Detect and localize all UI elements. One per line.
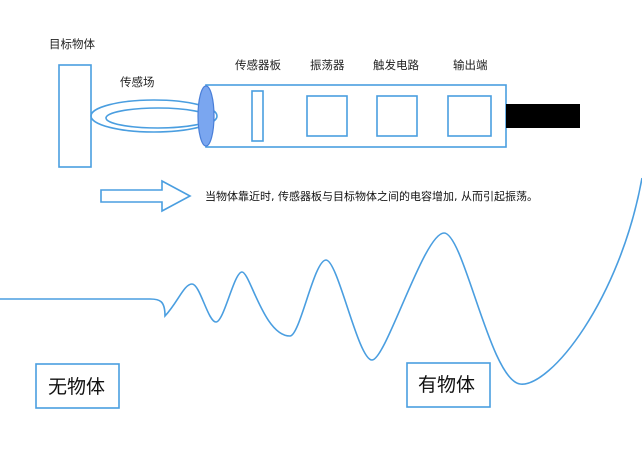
output-end-box bbox=[447, 95, 492, 137]
with-object-label: 有物体 bbox=[418, 374, 475, 396]
no-object-label: 无物体 bbox=[48, 376, 105, 398]
trigger-circuit-box bbox=[376, 95, 418, 137]
oscillation-waveform bbox=[0, 177, 642, 385]
oscillator-box bbox=[306, 95, 348, 137]
sensor-plate bbox=[251, 90, 264, 142]
sensor-housing bbox=[205, 84, 507, 148]
output-cable bbox=[506, 104, 580, 128]
oscillator-label: 振荡器 bbox=[310, 58, 345, 72]
trigger-circuit-label: 触发电路 bbox=[373, 58, 419, 72]
sensor-plate-label: 传感器板 bbox=[235, 58, 281, 72]
sensor-plate-face bbox=[197, 85, 215, 147]
right-arrow bbox=[100, 179, 192, 213]
with-object-box bbox=[406, 362, 491, 408]
target-object bbox=[58, 64, 92, 168]
no-object-box bbox=[35, 363, 120, 409]
explanation-text: 当物体靠近时, 传感器板与目标物体之间的电容增加, 从而引起振荡。 bbox=[205, 189, 538, 203]
sensing-field-inner bbox=[105, 107, 211, 129]
sensing-field-label: 传感场 bbox=[120, 75, 155, 89]
target-object-label: 目标物体 bbox=[49, 37, 95, 51]
sensing-field-outer bbox=[90, 99, 218, 133]
output-end-label: 输出端 bbox=[453, 58, 488, 72]
